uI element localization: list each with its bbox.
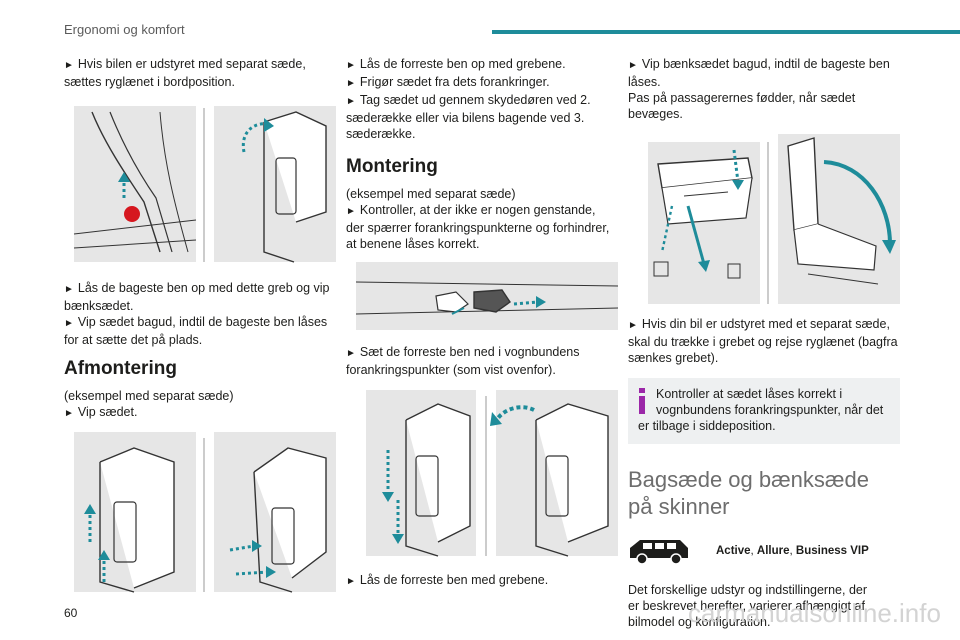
header-accent-bar [492,30,960,34]
paragraph: ►Lås de forreste ben op med grebene. ►Fr… [346,56,618,142]
illustration-lower-front-legs [346,390,618,560]
paragraph: (eksempel med separat sæde) ►Kontroller,… [346,186,618,252]
anchor-diagram-svg [355,262,618,330]
bullet-arrow-icon: ► [346,576,356,587]
minivan-icon [630,540,688,565]
text-line: låses. [628,75,661,89]
paragraph: ►Lås de bageste ben op med dette greb og… [64,280,336,348]
watermark: carmanualsonline.info [688,598,941,628]
page-number: 60 [64,606,78,620]
text-line: der spærrer forankringspunkterne og forh… [346,221,610,235]
text-line: (eksempel med separat sæde) [346,187,516,201]
bullet-arrow-icon: ► [628,60,638,71]
paragraph: ►Sæt de forreste ben ned i vognbundens f… [346,344,618,378]
bullet-arrow-icon: ► [64,318,74,329]
seat-diagram-svg [74,432,336,593]
paragraph: ►Lås de forreste ben med grebene. [346,572,618,590]
info-box: Kontroller at sædet låses korrekt i vogn… [628,378,900,444]
text-line: Lås de forreste ben op med grebene. [359,57,566,71]
text-line: er tilbage i siddeposition. [638,419,776,433]
variant-allure: Allure [756,545,790,557]
text-line: Sæt de forreste ben ned i vognbundens [359,345,580,359]
text-line: sænkes grebet). [628,351,719,365]
column-2: ►Lås de forreste ben op med grebene. ►Fr… [346,56,618,590]
heading-line: Bagsæde og bænksæde [628,467,869,492]
text-line: bilmodel og konfiguration. [628,615,771,629]
text-line: bænksædet. [64,299,134,313]
text-line: Hvis din bil er udstyret med et separat … [641,317,890,331]
text-line: sættes ryglænet i bordposition. [64,75,235,89]
text-line: Lås de forreste ben med grebene. [359,573,549,587]
page-header-title: Ergonomi og komfort [64,22,185,37]
text-line: skal du trække i grebet og rejse ryglæne… [628,335,898,349]
text-line: Vip bænksædet bagud, indtil de bageste b… [641,57,890,71]
text-line: Det forskellige udstyr og indstillingern… [628,583,868,597]
text-line: sæderække eller via bilens bagende ved 3… [346,111,585,125]
illustration-tilt-bench-seat [628,134,900,304]
column-1: ►Hvis bilen er udstyret med separat sæde… [64,56,336,610]
text-line: (eksempel med separat sæde) [64,389,234,403]
seat-diagram-svg [648,134,900,304]
text-line: Lås de bageste ben op med dette greb og … [77,281,330,295]
bullet-arrow-icon: ► [628,320,638,331]
text-line: Tag sædet ud gennem skydedøren ved 2. [359,93,591,107]
separator: , [789,545,796,557]
text-line: bevæges. [628,107,683,121]
bullet-arrow-icon: ► [346,78,356,89]
text-line: Vip sædet bagud, indtil de bageste ben l… [77,315,328,329]
heading-line: på skinner [628,494,730,519]
bullet-arrow-icon: ► [64,60,74,71]
text-line: vognbundens forankringspunkter, når det [656,403,884,417]
paragraph: ►Hvis din bil er udstyret med et separat… [628,316,900,366]
separator: , [750,545,757,557]
section-heading-montering: Montering [346,156,438,177]
variant-active: Active [716,545,751,557]
text-line: for at sætte det på plads. [64,333,203,347]
text-line: Kontroller at sædet låses korrekt i [656,387,843,401]
text-line: Vip sædet. [77,405,138,419]
bullet-arrow-icon: ► [346,206,356,217]
trim-variants: Active, Allure, Business VIP [628,536,900,566]
bullet-arrow-icon: ► [346,96,356,107]
bullet-arrow-icon: ► [346,60,356,71]
text-line: Pas på passagerernes fødder, når sædet [628,91,856,105]
column-3: ►Vip bænksædet bagud, indtil de bageste … [628,56,900,630]
bullet-arrow-icon: ► [346,348,356,359]
text-line: Hvis bilen er udstyret med separat sæde, [77,57,306,71]
text-line: sæderække. [346,127,416,141]
info-text: Kontroller at sædet låses korrekt i vogn… [638,386,890,418]
section-heading-rail-seats: Bagsæde og bænksæde på skinner [628,466,900,520]
illustration-unlock-rear-legs [64,102,336,268]
variant-business-vip: Business VIP [795,545,869,557]
text-line: Kontroller, at der ikke er nogen genstan… [359,203,596,217]
text-line: forankringspunkter (som vist ovenfor). [346,363,556,377]
paragraph: ►Vip bænksædet bagud, indtil de bageste … [628,56,900,122]
paragraph: Det forskellige udstyr og indstillingern… [628,582,900,630]
paragraph: ►Hvis bilen er udstyret med separat sæde… [64,56,336,90]
bullet-arrow-icon: ► [64,408,74,419]
text-line: at benene låses korrekt. [346,237,480,251]
paragraph: (eksempel med separat sæde) ►Vip sædet. [64,388,336,422]
trim-variant-label: Active, Allure, Business VIP [716,545,869,557]
bullet-arrow-icon: ► [64,284,74,295]
text-line: er beskrevet herefter, varierer afhængig… [628,599,865,613]
illustration-anchor-points [346,262,618,332]
info-icon [639,388,645,414]
illustration-tilt-seat [64,432,336,598]
section-heading-afmontering: Afmontering [64,358,177,379]
seat-diagram-svg [366,390,618,557]
seat-diagram-svg [73,106,336,263]
text-line: Frigør sædet fra dets forankringer. [359,75,550,89]
